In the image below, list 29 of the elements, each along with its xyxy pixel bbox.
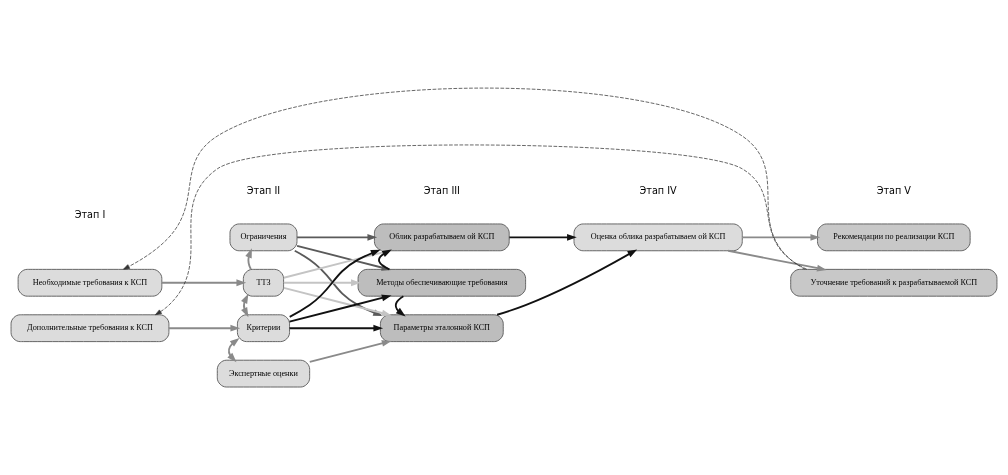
node-box: Параметры эталонной КСП: [379, 314, 504, 343]
label: Этап II: [246, 185, 281, 197]
arrow: [308, 340, 392, 363]
arrow: [394, 295, 406, 317]
node-box: Ограничения: [229, 223, 298, 252]
node-box: Экспертные оценки: [216, 359, 311, 388]
arrow: [282, 279, 361, 287]
arrow: [508, 233, 577, 241]
node-box: Уточнение требований к разрабатываемой КСП: [790, 268, 998, 297]
node-box: Оценка облика разрабатываем ой КСП: [573, 223, 743, 252]
arrow: [741, 233, 821, 241]
node-box: Рекомендации по реализации КСП: [817, 223, 971, 252]
label: Этап III: [423, 185, 460, 197]
arrow: [161, 279, 247, 287]
arrow: [727, 249, 827, 272]
node-box: Облик разрабатываем ой КСП: [374, 223, 510, 252]
arrow: [496, 249, 638, 316]
arrow: [168, 324, 241, 332]
node-box: Критерии: [236, 314, 290, 343]
label: Этап IV: [639, 185, 677, 197]
node-box: Необходимые требования к КСП: [17, 268, 163, 297]
arrow: [296, 233, 378, 241]
node-box: ТТЗ: [242, 268, 285, 297]
label: Этап V: [876, 185, 911, 197]
arrow: [288, 324, 384, 332]
node-box: Дополнительные требования к КСП: [10, 314, 170, 343]
label: Этап I: [74, 208, 106, 220]
node-box: Методы обеспечивающие требования: [357, 268, 527, 297]
arrow: [288, 294, 392, 323]
